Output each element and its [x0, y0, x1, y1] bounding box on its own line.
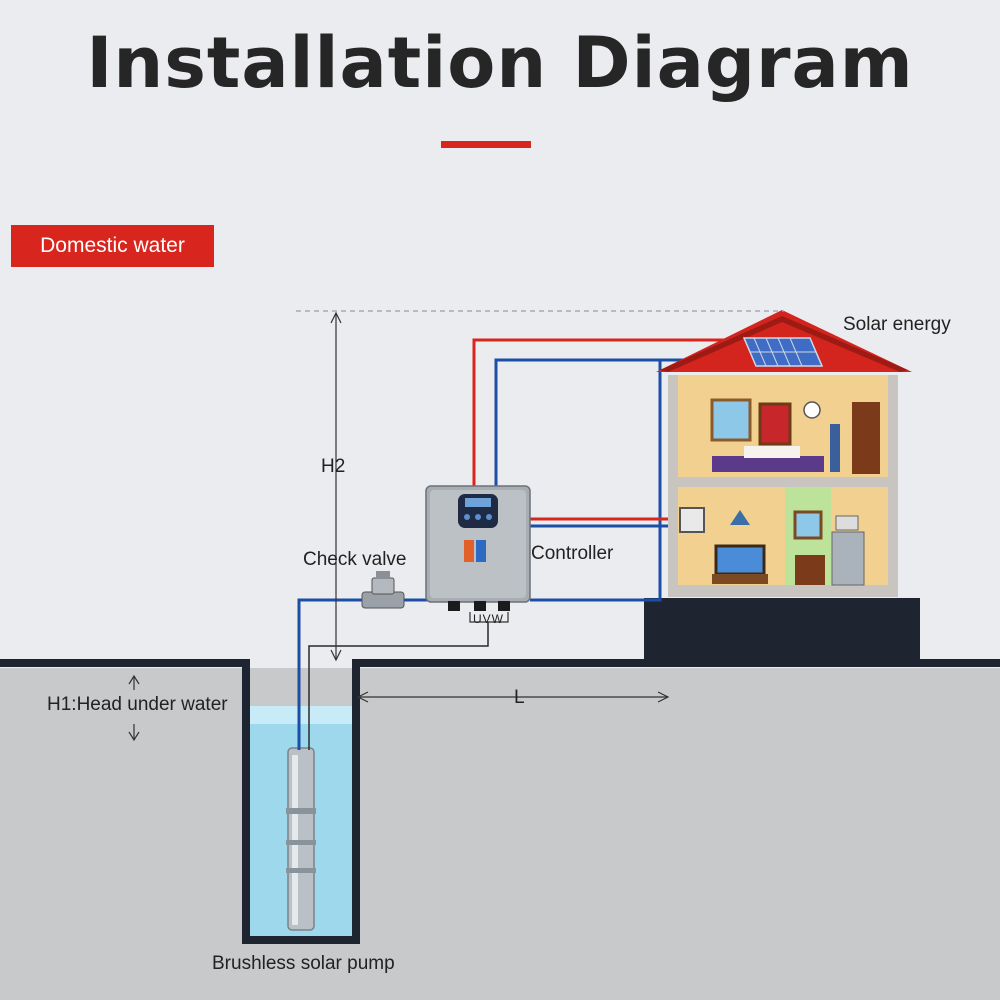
pump-power-cable: [308, 622, 489, 750]
title-underline: [441, 141, 531, 148]
ground-surface-line: [0, 659, 1000, 944]
solar-blue-wire: [494, 358, 750, 486]
h1-head-under-water-label: H1:Head under water: [47, 694, 228, 715]
solar-panel: [742, 337, 824, 367]
check-valve: [361, 571, 405, 609]
brushless-solar-pump-label: Brushless solar pump: [212, 953, 395, 974]
controller-label: Controller: [531, 543, 614, 564]
page-title: Installation Diagram: [86, 22, 914, 104]
check-valve-label: Check valve: [303, 549, 407, 570]
domestic-water-badge: Domestic water: [11, 225, 214, 267]
solar-energy-label: Solar energy: [843, 314, 951, 335]
house-supply-pipe: [530, 360, 662, 602]
well-water-highlight: [250, 706, 352, 724]
house-illustration: [656, 310, 912, 597]
uvw-bracket: [469, 612, 509, 623]
l-distance-label: L: [514, 687, 525, 708]
brushless-solar-pump: [286, 747, 316, 931]
uvw-label: UVW: [473, 612, 504, 626]
h2-label: H2: [321, 456, 346, 477]
ground-soil: [0, 668, 1000, 1000]
house-foundation: [644, 598, 920, 664]
controller-unit: [425, 485, 531, 611]
water-outlet-pipe: [297, 598, 362, 750]
